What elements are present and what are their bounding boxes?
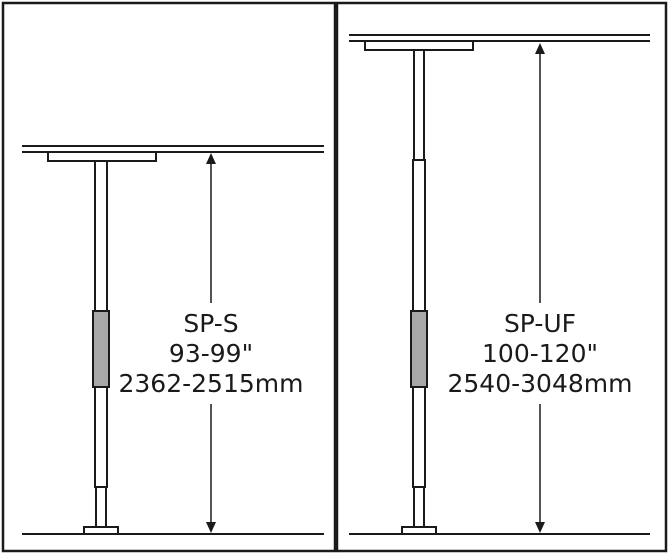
model-label: SP-S bbox=[183, 309, 238, 338]
pole-upper-tube bbox=[412, 159, 426, 312]
model-label: SP-UF bbox=[504, 309, 576, 338]
arrowhead-down bbox=[206, 522, 216, 533]
ceiling-plate bbox=[47, 151, 157, 162]
pole-top-tube bbox=[413, 49, 425, 161]
height-inches-label: 93-99" bbox=[169, 339, 253, 368]
floor-foot bbox=[401, 526, 437, 535]
ceiling-plate bbox=[364, 40, 474, 51]
panel-frame-sp-s bbox=[1, 1, 337, 553]
height-mm-label: 2362-2515mm bbox=[119, 369, 304, 398]
arrowhead-up bbox=[206, 153, 216, 164]
floor-foot bbox=[83, 526, 119, 535]
pole-bottom-tube bbox=[413, 486, 425, 528]
grip-pad bbox=[410, 310, 428, 388]
arrowhead-up bbox=[535, 43, 545, 54]
height-inches-label: 100-120" bbox=[482, 339, 598, 368]
dimension-arrow-sp-s bbox=[206, 153, 216, 533]
grip-pad bbox=[92, 310, 110, 388]
panel-frame-sp-uf bbox=[335, 1, 668, 553]
pole-sp-uf: SP-UF 100-120" 2540-3048mm bbox=[349, 34, 650, 535]
pole-bottom-tube bbox=[95, 486, 107, 528]
dimension-arrow-sp-uf bbox=[535, 43, 545, 533]
pole-sp-s: SP-S 93-99" 2362-2515mm bbox=[22, 145, 324, 535]
height-mm-label: 2540-3048mm bbox=[448, 369, 633, 398]
pole-lower-tube bbox=[94, 386, 108, 488]
pole-lower-tube bbox=[412, 386, 426, 488]
arrowhead-down bbox=[535, 522, 545, 533]
pole-upper-tube bbox=[94, 160, 108, 312]
